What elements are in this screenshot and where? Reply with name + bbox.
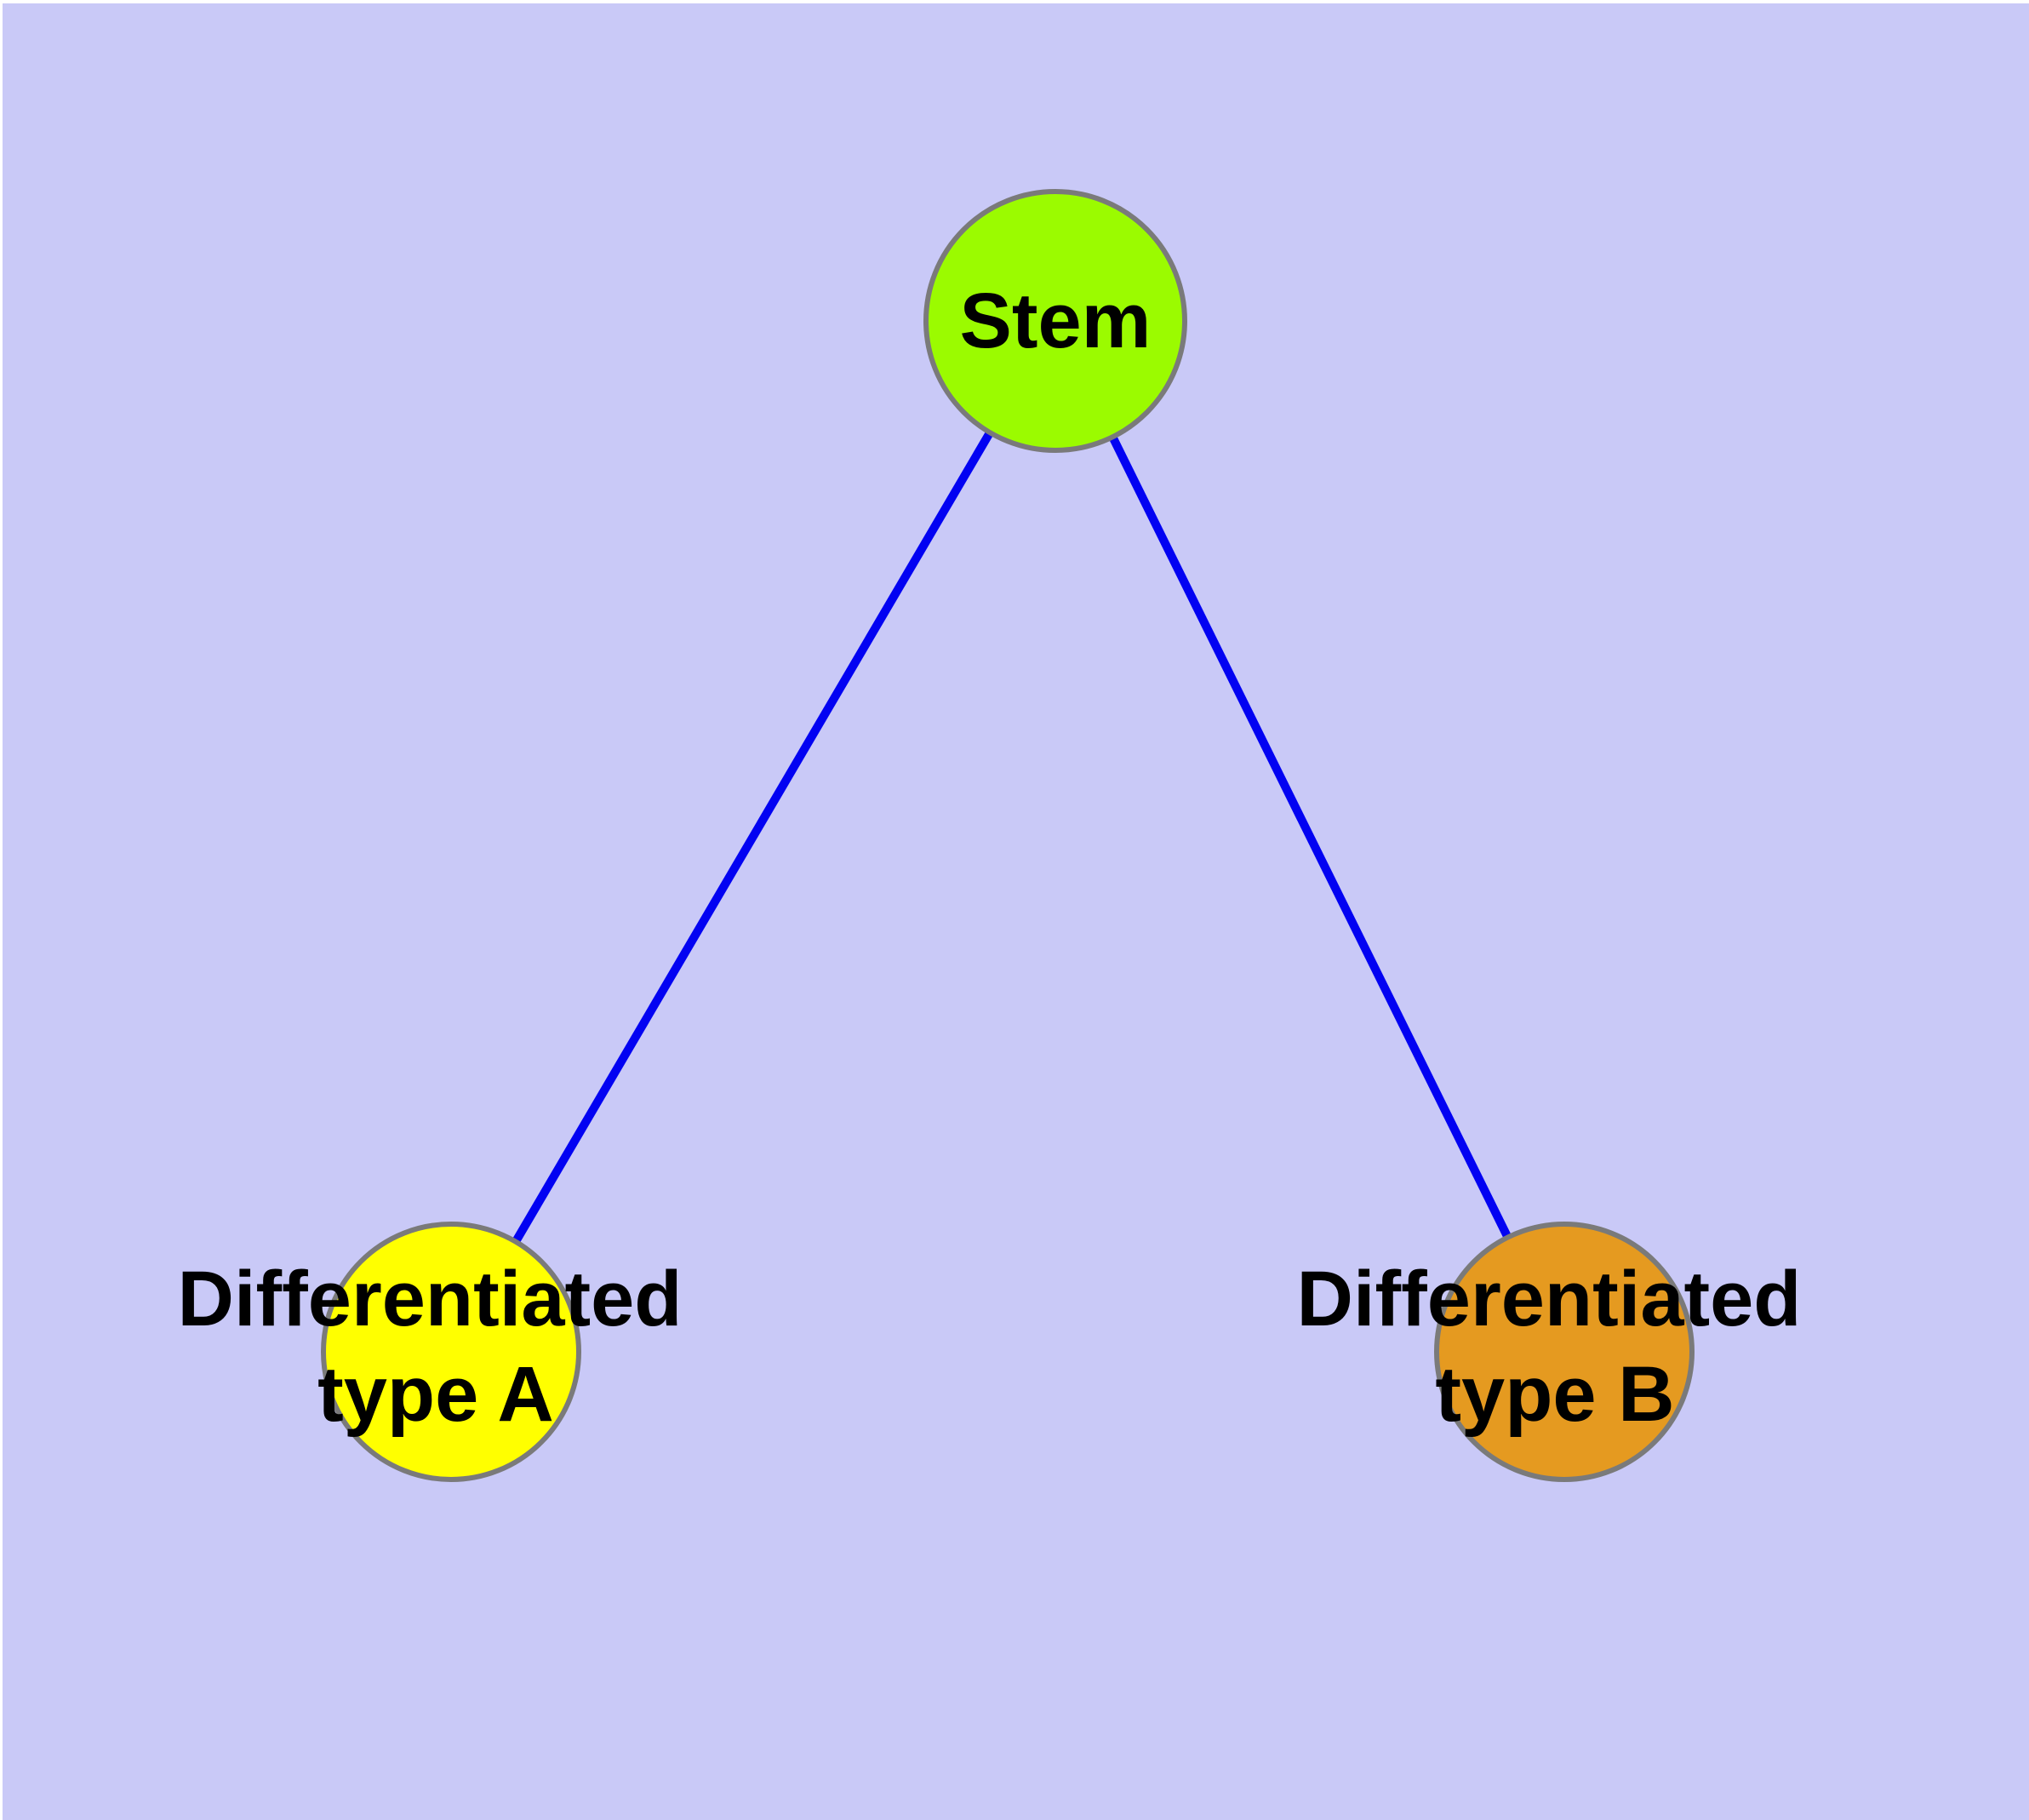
node-label-type-b-line2: type B xyxy=(1435,1351,1674,1438)
node-differentiated-type-a xyxy=(321,1222,581,1482)
node-label-stem: Stem xyxy=(960,278,1152,364)
node-label-type-a-line1: Differentiated xyxy=(178,1256,683,1342)
edge-stem-to-type-b xyxy=(1051,318,1569,1354)
node-label-type-a-line2: type A xyxy=(317,1351,554,1438)
node-differentiated-type-b xyxy=(1434,1222,1695,1482)
node-stem xyxy=(923,189,1187,453)
node-label-type-b-line1: Differentiated xyxy=(1297,1256,1802,1342)
edge-stem-to-type-a xyxy=(447,318,1060,1354)
